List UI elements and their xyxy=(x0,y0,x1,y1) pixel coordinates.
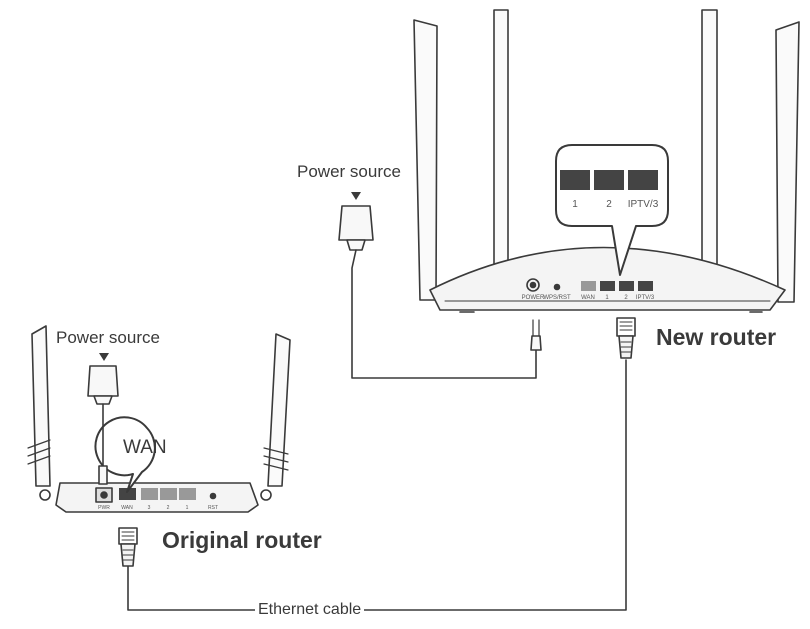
original-router-reset-button xyxy=(209,492,217,500)
new-router-port-labels: POWER WPS/RST WAN 1 2 IPTV/3 xyxy=(522,295,655,301)
ethernet-cable xyxy=(127,359,627,611)
rj45-plug-original xyxy=(118,527,138,567)
new-router-lan-port xyxy=(600,281,615,291)
original-router-power-source-label: Power source xyxy=(56,328,160,347)
port-label: 1 xyxy=(605,295,609,301)
new-router-wan-port xyxy=(581,281,596,291)
new-router-power-source-label: Power source xyxy=(297,162,401,181)
port-label: 3 xyxy=(148,505,151,511)
new-router-power-adapter xyxy=(338,192,374,251)
port-label: POWER xyxy=(522,295,545,301)
new-router-antenna xyxy=(701,9,718,297)
original-router-lan-port xyxy=(141,488,158,500)
original-router-lan-port xyxy=(179,488,196,500)
port-label: 2 xyxy=(624,295,628,301)
original-router-title: Original router xyxy=(162,527,322,553)
callout-iptv-port xyxy=(628,170,658,190)
port-label: 1 xyxy=(186,505,189,511)
original-router-antenna xyxy=(267,333,291,487)
callout-port-label: 1 xyxy=(572,199,578,210)
new-router-lan-port xyxy=(619,281,634,291)
original-router-lan-port xyxy=(160,488,177,500)
new-router-antenna xyxy=(775,21,800,303)
callout-port-labels: 1 2 IPTV/3 xyxy=(572,199,658,210)
port-label: RST xyxy=(208,505,218,511)
original-router-port-labels: PWR WAN 3 2 1 RST xyxy=(98,505,218,511)
new-router-antenna xyxy=(413,19,438,301)
new-router xyxy=(413,9,800,313)
port-label: IPTV/3 xyxy=(636,295,655,301)
arrow-down-icon xyxy=(99,353,109,361)
port-label: 2 xyxy=(167,505,170,511)
callout-lan-port xyxy=(594,170,624,190)
port-label: WAN xyxy=(121,505,133,511)
original-router-antenna xyxy=(31,325,51,487)
port-label: WAN xyxy=(581,295,595,301)
new-router-body xyxy=(429,246,786,311)
wan-callout-label: WAN xyxy=(123,437,167,458)
new-router-power-cable xyxy=(351,249,537,379)
original-router-wan-port xyxy=(119,488,136,500)
ethernet-cable-label: Ethernet cable xyxy=(255,601,365,619)
new-router-power-port xyxy=(526,278,540,292)
arrow-down-icon xyxy=(351,192,361,200)
callout-lan-port xyxy=(560,170,590,190)
new-router-antenna xyxy=(493,9,509,297)
port-label: WPS/RST xyxy=(543,295,571,301)
callout-port-label: IPTV/3 xyxy=(628,199,659,210)
callout-port-label: 2 xyxy=(606,199,612,210)
rj45-plug-new xyxy=(616,317,636,359)
new-router-wps-button xyxy=(553,283,561,291)
new-router-lan-port xyxy=(638,281,653,291)
new-router-title: New router xyxy=(656,324,777,350)
original-router-power-adapter xyxy=(87,353,119,405)
original-router xyxy=(27,325,291,513)
port-label: PWR xyxy=(98,505,110,511)
